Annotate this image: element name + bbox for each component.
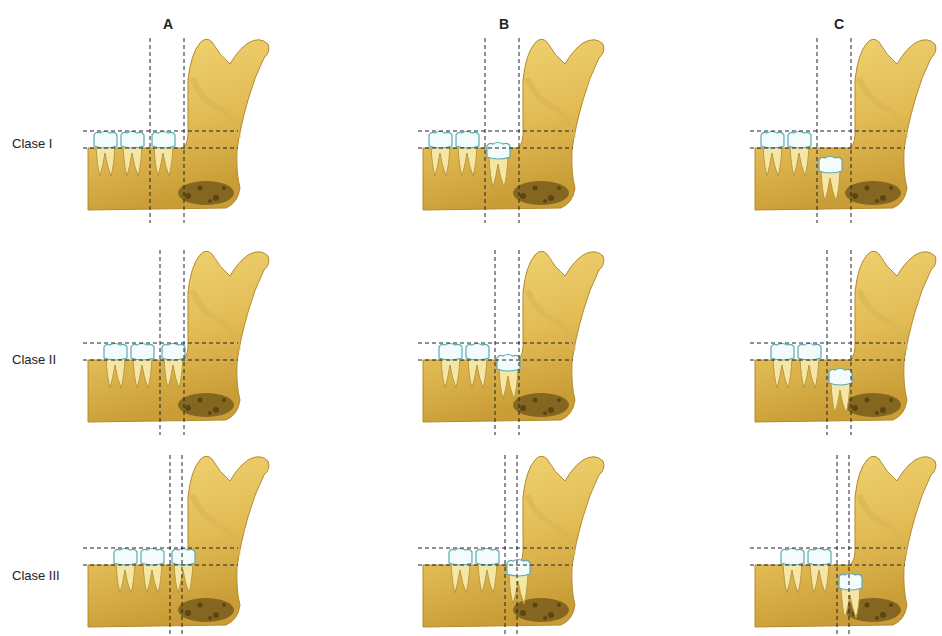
panel-2b — [418, 250, 604, 435]
panel-1c — [750, 38, 936, 223]
panel-1a — [83, 38, 269, 223]
column-letter: B — [499, 16, 509, 33]
panel-1b — [418, 38, 604, 223]
panel-2c — [750, 250, 936, 435]
panel-2a — [83, 250, 269, 435]
row-label: Clase III — [12, 568, 60, 584]
row-label: Clase I — [12, 136, 52, 152]
panel-3c — [750, 455, 936, 636]
column-letter: A — [163, 16, 173, 33]
column-letter: C — [834, 16, 844, 33]
row-label: Clase II — [12, 352, 56, 368]
panel-3a — [83, 455, 269, 636]
panel-3b — [418, 455, 604, 636]
